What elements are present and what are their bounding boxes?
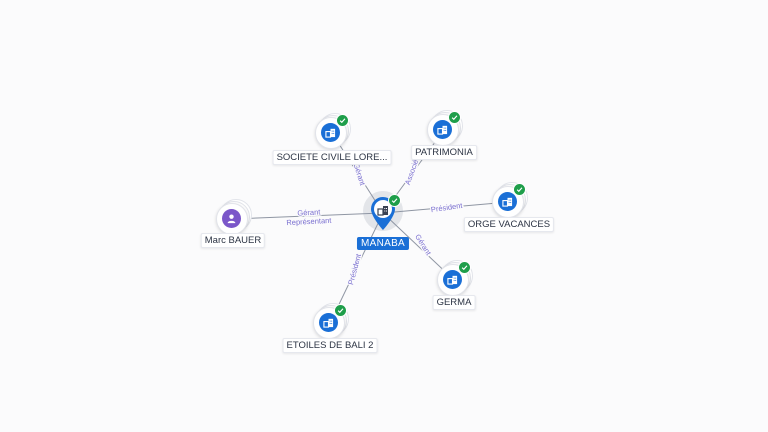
verified-check-icon	[334, 304, 347, 317]
node-label-germa[interactable]: GERMA	[432, 295, 476, 310]
edge-label-societe: Gérant	[352, 162, 368, 187]
edge-label-marc: Gérant	[297, 207, 321, 217]
edge-label-orge: Président	[430, 201, 464, 214]
node-label-orge[interactable]: ORGE VACANCES	[463, 217, 555, 232]
building-icon	[321, 123, 340, 142]
node-label-patrimonia[interactable]: PATRIMONIA	[411, 145, 477, 160]
edge-orge	[382, 201, 510, 214]
building-icon	[319, 313, 338, 332]
node-label-societe[interactable]: SOCIETE CIVILE LORE...	[272, 150, 392, 165]
center-node-pin[interactable]	[369, 194, 401, 236]
verified-check-icon	[336, 114, 349, 127]
edge-label-patrimonia: Associé	[403, 158, 420, 186]
building-icon	[377, 203, 389, 221]
verified-check-icon	[388, 194, 401, 207]
edge-label-marc: Représentant	[286, 216, 332, 227]
node-label-etoiles[interactable]: ETOILES DE BALI 2	[282, 338, 378, 353]
verified-check-icon	[448, 111, 461, 124]
person-icon	[222, 209, 241, 228]
edge-societe	[331, 132, 384, 214]
building-icon	[498, 192, 517, 211]
verified-check-icon	[458, 261, 471, 274]
verified-check-icon	[513, 183, 526, 196]
building-icon	[433, 120, 452, 139]
center-node-label[interactable]: MANABA	[356, 237, 410, 250]
edge-marc	[232, 212, 384, 220]
building-icon	[443, 270, 462, 289]
node-label-marc[interactable]: Marc BAUER	[200, 233, 266, 248]
edge-label-etoiles: Président	[346, 252, 363, 286]
